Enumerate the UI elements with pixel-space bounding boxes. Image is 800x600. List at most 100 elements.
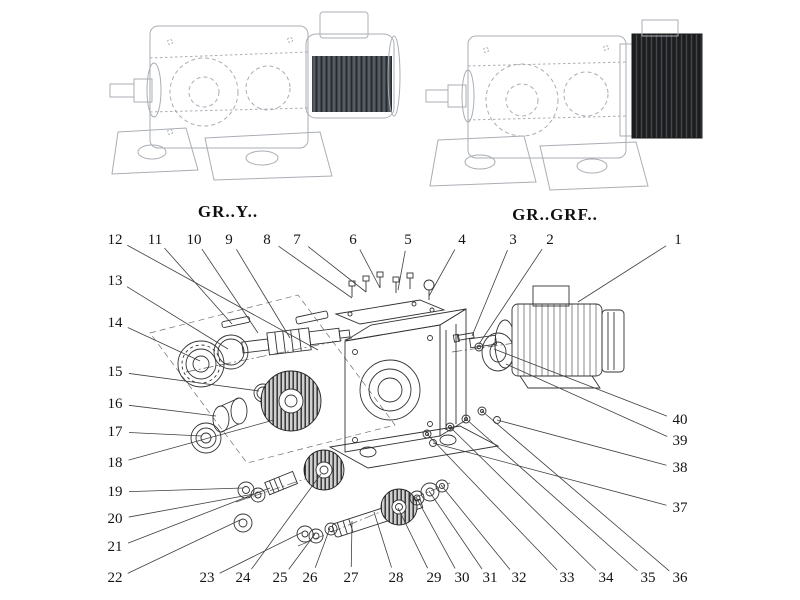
leader-line-30 bbox=[415, 496, 456, 569]
callout-number-26: 26 bbox=[303, 570, 319, 586]
leader-line-38 bbox=[496, 419, 667, 466]
leader-line-31 bbox=[428, 490, 483, 570]
leader-line-36 bbox=[481, 410, 670, 572]
ball-bearing-large bbox=[177, 340, 225, 388]
leader-line-1 bbox=[577, 245, 667, 303]
helical-gear-output bbox=[380, 488, 418, 526]
callout-number-2: 2 bbox=[546, 232, 554, 248]
callout-number-3: 3 bbox=[509, 232, 517, 248]
variant-label-gr-grf: GR..GRF.. bbox=[512, 205, 598, 224]
input-shaft bbox=[241, 327, 351, 356]
output-shaft bbox=[425, 69, 475, 123]
callout-number-16: 16 bbox=[108, 396, 124, 412]
washer-set-2 bbox=[308, 522, 338, 544]
leader-line-33 bbox=[426, 433, 558, 571]
leader-line-34 bbox=[449, 426, 597, 571]
callout-number-25: 25 bbox=[273, 570, 288, 586]
washer-22 bbox=[233, 513, 253, 533]
mounting-feet bbox=[429, 135, 649, 191]
callout-number-18: 18 bbox=[108, 455, 123, 471]
leader-line-24 bbox=[251, 473, 322, 570]
callout-number-32: 32 bbox=[512, 570, 527, 586]
exploded-view bbox=[149, 271, 625, 547]
callout-number-8: 8 bbox=[263, 232, 271, 248]
callout-number-13: 13 bbox=[108, 273, 123, 289]
callout-number-10: 10 bbox=[187, 232, 202, 248]
washer-23 bbox=[296, 525, 314, 543]
callout-number-9: 9 bbox=[225, 232, 233, 248]
callout-number-38: 38 bbox=[673, 460, 688, 476]
leader-line-17 bbox=[128, 432, 203, 437]
helical-gear-mid bbox=[303, 449, 345, 491]
callout-number-24: 24 bbox=[236, 570, 252, 586]
callout-number-31: 31 bbox=[483, 570, 498, 586]
callout-number-4: 4 bbox=[458, 232, 466, 248]
motor-bolts bbox=[452, 332, 484, 352]
callout-number-37: 37 bbox=[673, 500, 689, 516]
leader-line-39 bbox=[505, 363, 668, 437]
callout-number-40: 40 bbox=[673, 412, 688, 428]
callout-number-22: 22 bbox=[108, 570, 123, 586]
leader-line-10 bbox=[201, 248, 259, 334]
leader-line-20 bbox=[128, 493, 255, 518]
ball-bearing-small bbox=[190, 422, 222, 454]
callout-number-17: 17 bbox=[108, 424, 124, 440]
leader-line-37 bbox=[432, 442, 667, 506]
callout-number-35: 35 bbox=[641, 570, 656, 586]
leader-line-40 bbox=[493, 348, 668, 417]
callout-number-6: 6 bbox=[349, 232, 357, 248]
leader-line-11 bbox=[164, 247, 233, 325]
leader-line-35 bbox=[465, 418, 638, 572]
callout-number-21: 21 bbox=[108, 539, 123, 555]
spacer-sleeve bbox=[212, 397, 248, 433]
callout-number-1: 1 bbox=[674, 232, 682, 248]
leader-line-23 bbox=[219, 531, 304, 574]
shaft-keys bbox=[221, 310, 329, 328]
leader-line-27 bbox=[350, 520, 353, 568]
leader-line-19 bbox=[128, 487, 244, 493]
callout-number-5: 5 bbox=[404, 232, 412, 248]
callout-number-28: 28 bbox=[389, 570, 404, 586]
leader-line-21 bbox=[127, 487, 271, 544]
callout-number-29: 29 bbox=[427, 570, 442, 586]
leader-line-29 bbox=[397, 507, 428, 569]
gearbox-housing bbox=[149, 25, 309, 149]
leader-line-26 bbox=[314, 527, 331, 568]
output-shaft bbox=[109, 62, 162, 118]
callout-number-19: 19 bbox=[108, 484, 123, 500]
motor-exploded bbox=[469, 285, 625, 389]
leader-line-28 bbox=[373, 511, 392, 568]
callout-number-33: 33 bbox=[560, 570, 575, 586]
leader-line-22 bbox=[127, 519, 241, 574]
callout-number-23: 23 bbox=[200, 570, 215, 586]
callout-number-14: 14 bbox=[108, 315, 124, 331]
callout-number-34: 34 bbox=[599, 570, 615, 586]
retaining-ring bbox=[213, 334, 249, 370]
helical-gear-large bbox=[260, 370, 322, 432]
leader-line-6 bbox=[359, 249, 381, 289]
leader-line-12 bbox=[127, 244, 319, 351]
callout-number-11: 11 bbox=[148, 232, 162, 248]
leader-line-8 bbox=[278, 245, 353, 299]
leader-line-4 bbox=[428, 249, 456, 297]
callout-number-20: 20 bbox=[108, 511, 123, 527]
finned-motor-block bbox=[631, 19, 703, 139]
callout-number-30: 30 bbox=[455, 570, 470, 586]
callout-number-12: 12 bbox=[108, 232, 123, 248]
callout-number-27: 27 bbox=[344, 570, 360, 586]
assembled-view-gr-y bbox=[109, 11, 401, 181]
callout-number-39: 39 bbox=[673, 433, 688, 449]
leader-line-9 bbox=[236, 249, 291, 339]
mounting-feet bbox=[111, 127, 333, 181]
assembled-view-gr-grf bbox=[425, 19, 703, 191]
leader-line-7 bbox=[307, 246, 367, 293]
leader-line-5 bbox=[397, 250, 406, 291]
leader-line-2 bbox=[478, 248, 543, 345]
leader-line-14 bbox=[127, 327, 201, 362]
assembly-boundary bbox=[149, 294, 396, 464]
leader-line-3 bbox=[471, 249, 508, 337]
electric-motor bbox=[305, 11, 401, 119]
